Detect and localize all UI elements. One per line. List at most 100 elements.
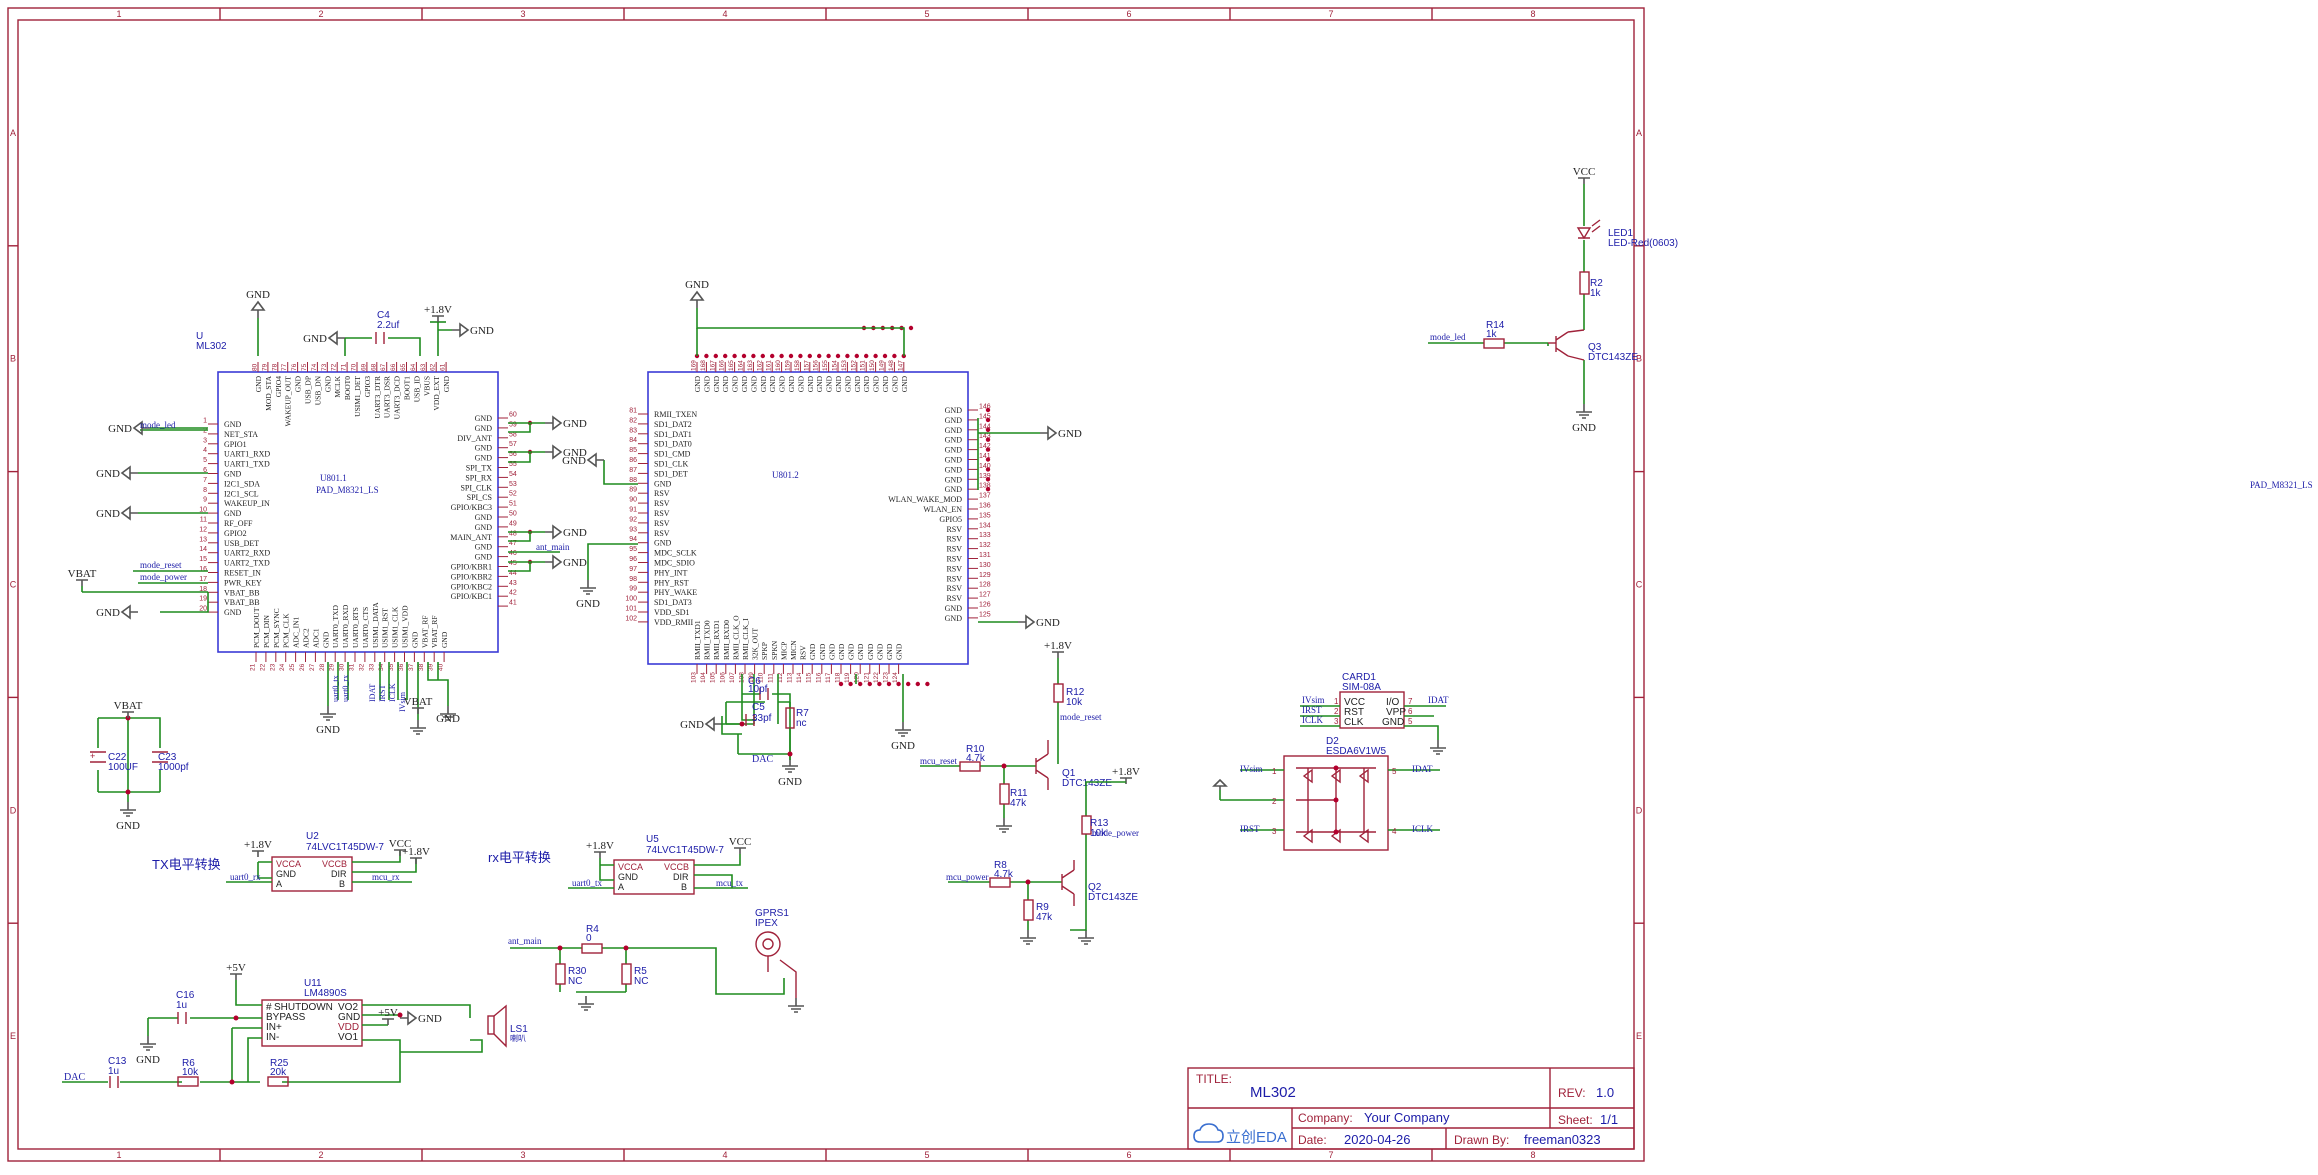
pin-name: MAIN_ANT [450, 533, 492, 542]
c4-ref: C4 [377, 310, 390, 321]
gnd-label: GND [778, 776, 802, 788]
pin-name: UART2_TXD [224, 559, 270, 568]
pin-number: 29 [329, 663, 336, 671]
u11-vdd: VDD [338, 1022, 359, 1033]
r25-val: 20k [270, 1067, 287, 1078]
power-label: VCC [389, 838, 412, 850]
pin-name: RSV [946, 564, 962, 573]
pin-name: GPIO5 [939, 515, 962, 524]
frame-row-label: E [10, 1031, 16, 1041]
led1-val: LED-Red(0603) [1608, 238, 1678, 249]
card1-vcc: VCC [1344, 697, 1365, 708]
pin-name: I2C1_SCL [224, 489, 259, 498]
junction [886, 681, 892, 687]
eda-logo: 立创EDA [1193, 1123, 1287, 1146]
pin-number: 145 [979, 413, 991, 420]
net-uart0-rx-vert: uart0_rx [341, 675, 350, 702]
pin-number: 25 [289, 663, 296, 671]
frame-col-label: 7 [1328, 1150, 1333, 1160]
power-rail-icon [122, 711, 134, 718]
pin-name: MDC_SCLK [654, 549, 697, 558]
pin-number: 152 [850, 360, 857, 371]
card1-pin2: 2 [1334, 707, 1339, 716]
pin-number: 112 [777, 672, 784, 683]
ground-icon [895, 722, 911, 737]
ground-icon [1576, 404, 1592, 419]
pin-number: 100 [625, 596, 637, 603]
u11-sd: SHUTDOWN [274, 1002, 333, 1013]
power-label: +1.8V [1044, 640, 1072, 652]
pin-number: 71 [341, 363, 348, 371]
pin-name: GND [731, 375, 740, 392]
pin-number: 40 [438, 663, 445, 671]
sheet-label: Sheet: [1558, 1113, 1593, 1127]
junction [985, 487, 991, 492]
ground-icon [704, 716, 722, 732]
q1-val: DTC143ZE [1062, 778, 1112, 789]
junction [838, 681, 844, 687]
u801-1-footprint: PAD_M8321_LS [316, 485, 379, 495]
pin-name: VBAT_BB [224, 598, 260, 607]
pin-number: 12 [199, 526, 207, 533]
gnd-label: GND [108, 423, 132, 435]
gnd-label: GND [96, 468, 120, 480]
pin-number: 82 [629, 417, 637, 424]
d2-pin3: 3 [1272, 827, 1277, 836]
drawn-value: freeman0323 [1524, 1132, 1601, 1147]
power-rail-icon [1578, 177, 1590, 184]
u801-2-label: U801.2 [772, 470, 799, 480]
ground-icon [320, 706, 336, 721]
net-ivsim-vert: IVsim [398, 691, 407, 712]
pin-name: SD1_DAT2 [654, 420, 692, 429]
pin-name: MICN [789, 640, 798, 660]
pin-number: 48 [509, 530, 517, 537]
pin-number: 160 [775, 360, 782, 371]
ground-icon [782, 758, 798, 773]
pin-number: 70 [351, 363, 358, 371]
u5-a: A [618, 882, 624, 892]
pin-name: GND [837, 643, 846, 660]
date-label: Date: [1298, 1133, 1327, 1147]
u2-vccb: VCCB [322, 859, 347, 869]
u5-ref: U5 [646, 834, 659, 845]
pin-name: GND [945, 465, 963, 474]
c13-val: 1u [108, 1066, 119, 1077]
pin-number: 87 [629, 467, 637, 474]
pin-name: GND [945, 406, 963, 415]
pin-name: GND [475, 543, 493, 552]
ground-icon [545, 554, 563, 570]
pin-name: WAKEUP_OUT [284, 376, 293, 427]
power-rail-icon [1052, 651, 1064, 658]
q1-ref: Q1 [1062, 768, 1076, 779]
pin-name: UART0_CTS [361, 607, 370, 648]
rev-label: REV: [1558, 1086, 1586, 1100]
pin-name: GND [740, 375, 749, 392]
net-uart0-rx-u2: uart0_rx [230, 872, 261, 882]
pin-name: SPI_CS [467, 493, 492, 502]
led-driver: LED1 LED-Red(0603) R2 1k mode_led R14 1k… [1428, 184, 1678, 404]
pin-name: BOOT0 [343, 376, 352, 400]
pin-name: UART2_RXD [224, 549, 270, 558]
frame-col-label: 8 [1530, 1150, 1535, 1160]
junction [835, 353, 841, 359]
u2-ref: U2 [306, 831, 319, 842]
pin-name: RMII_CLK_O [731, 615, 740, 660]
pin-number: 156 [813, 360, 820, 371]
power-label: VBAT [114, 700, 143, 712]
ground-icon [545, 415, 563, 431]
q3-ref: Q3 [1588, 342, 1602, 353]
junction [908, 325, 914, 331]
pin-number: 34 [378, 663, 385, 671]
pin-name: MDC_SDIO [654, 559, 695, 568]
pin-number: 110 [758, 672, 765, 683]
r5-val: NC [634, 976, 648, 987]
pin-number: 157 [803, 360, 810, 371]
q2-ref: Q2 [1088, 882, 1102, 893]
ground-icon [120, 604, 138, 620]
pin-name: GPIO1 [224, 440, 247, 449]
pin-number: 116 [815, 672, 822, 683]
level-shifter-u5: U5 74LVC1T45DW-7 rx电平转换 VCCA GND A VCCB … [488, 834, 748, 895]
pin-name: SD1_CLK [654, 460, 688, 469]
pin-name: MICP [779, 642, 788, 660]
pin-number: 41 [509, 600, 517, 607]
